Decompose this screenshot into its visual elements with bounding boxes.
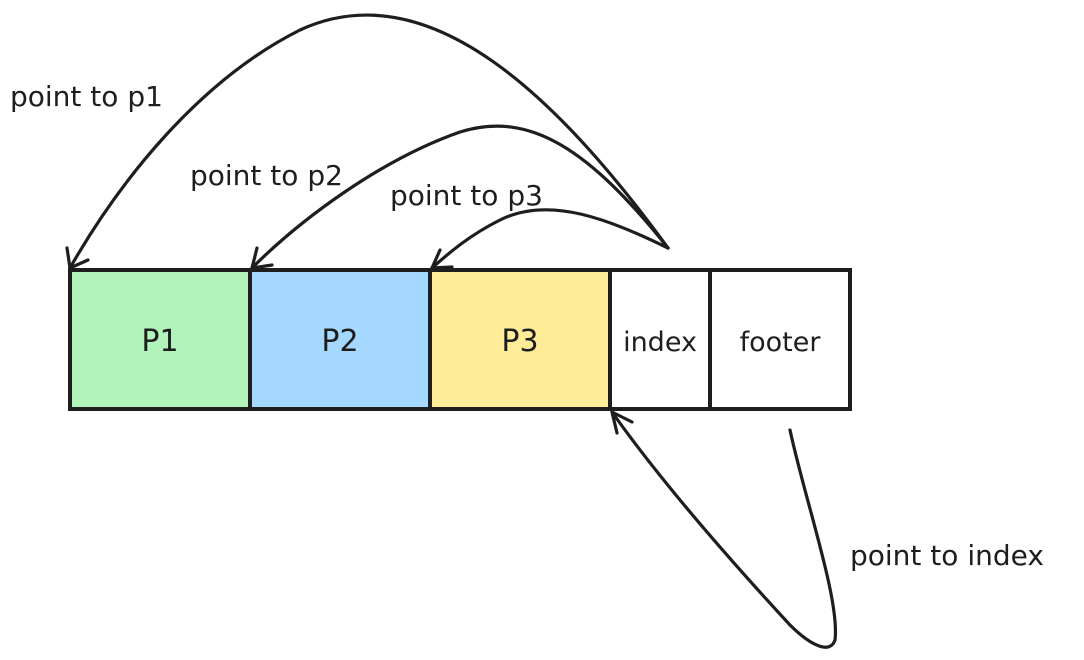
arrow-index-to-p2-line bbox=[250, 124, 670, 270]
cell-p3[interactable]: P3 bbox=[428, 268, 612, 411]
arrow-index-to-p3-head bbox=[430, 248, 454, 270]
label-point-to-p1: point to p1 bbox=[10, 80, 163, 113]
arrow-footer-to-index[interactable] bbox=[610, 410, 838, 649]
cell-p1-label: P1 bbox=[141, 324, 178, 359]
cell-p2-box bbox=[248, 268, 432, 411]
cell-p1-box bbox=[68, 268, 252, 411]
label-point-to-p2: point to p2 bbox=[190, 159, 343, 192]
cell-footer-label: footer bbox=[740, 327, 822, 358]
arrow-index-to-p1-line bbox=[68, 13, 670, 270]
arrow-index-to-p3-line bbox=[430, 208, 670, 270]
label-point-to-p3: point to p3 bbox=[390, 179, 543, 212]
arrow-index-to-p1-head bbox=[65, 246, 90, 270]
cell-p2[interactable]: P2 bbox=[248, 268, 432, 411]
arrow-index-to-p2-head bbox=[250, 246, 274, 270]
cell-p1[interactable]: P1 bbox=[68, 268, 252, 411]
arrow-index-to-p1[interactable] bbox=[65, 13, 670, 270]
arrow-footer-to-index-head bbox=[610, 410, 634, 435]
cell-footer[interactable]: footer bbox=[708, 268, 852, 411]
cell-p3-label: P3 bbox=[501, 324, 538, 359]
cell-p3-box bbox=[428, 268, 612, 411]
cell-index-label: index bbox=[623, 327, 697, 358]
cell-index[interactable]: index bbox=[608, 268, 712, 411]
cell-footer-box bbox=[708, 268, 852, 411]
arrow-index-to-p3[interactable] bbox=[430, 208, 670, 270]
arrow-index-to-p2[interactable] bbox=[250, 124, 670, 270]
label-point-to-index: point to index bbox=[850, 539, 1044, 572]
cell-p2-label: P2 bbox=[321, 324, 358, 359]
arrow-footer-to-index-line bbox=[610, 410, 838, 649]
